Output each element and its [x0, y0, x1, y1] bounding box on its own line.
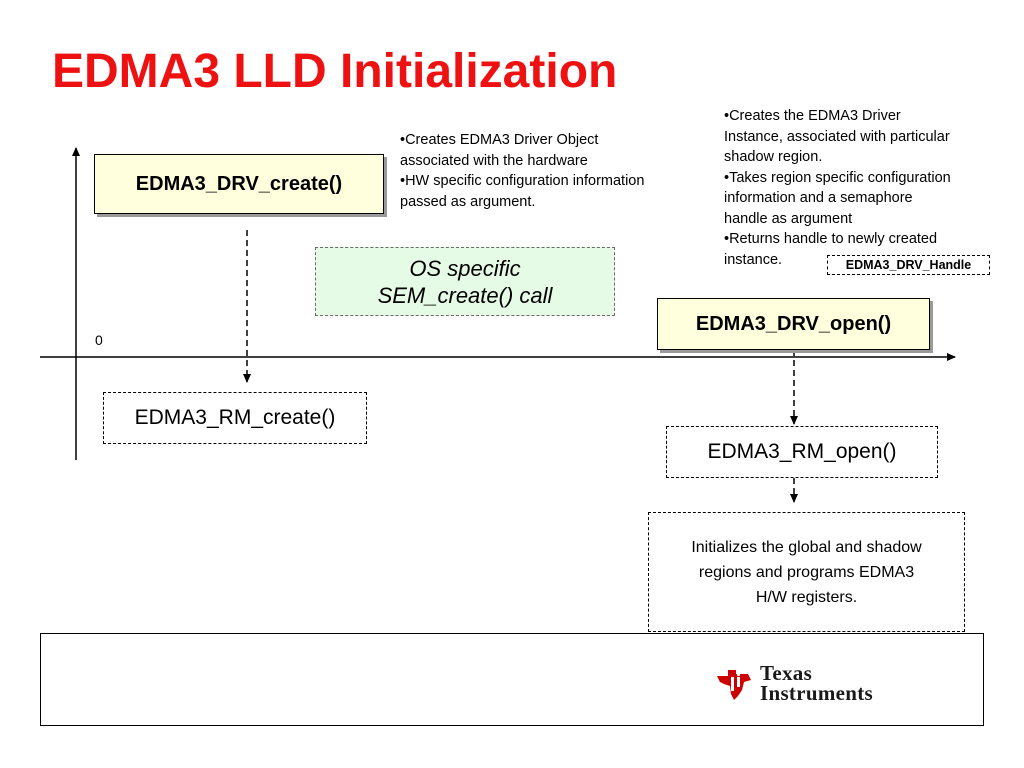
- axis-origin-label: 0: [95, 332, 103, 348]
- note-line: Returns handle to newly created: [724, 229, 951, 250]
- rm-open-label: EDMA3_RM_open(): [707, 440, 897, 463]
- drv-handle-label: EDMA3_DRV_Handle: [845, 258, 972, 272]
- note-line: Creates the EDMA3 Driver: [724, 106, 951, 127]
- note-line: Creates EDMA3 Driver Object: [400, 130, 644, 151]
- note-line: associated with the hardware: [400, 152, 588, 169]
- drv-open-label: EDMA3_DRV_open(): [695, 312, 892, 335]
- init-line3: H/W registers.: [755, 588, 858, 606]
- rm-create-box: EDMA3_RM_create(): [103, 392, 367, 444]
- note-line: passed as argument.: [400, 193, 536, 210]
- open-notes: Creates the EDMA3 Driver Instance, assoc…: [724, 106, 951, 270]
- ti-logo: Texas Instruments: [714, 661, 873, 705]
- os-specific-line2: SEM_create() call: [377, 282, 553, 308]
- init-registers-box: Initializes the global and shadow region…: [648, 512, 965, 632]
- os-sem-create-box: OS specific SEM_create() call: [315, 247, 615, 316]
- drv-create-box: EDMA3_DRV_create(): [94, 154, 384, 214]
- note-line: Takes region specific configuration: [724, 168, 951, 189]
- ti-chip-icon: [717, 670, 751, 700]
- note-line: HW specific configuration information: [400, 171, 644, 192]
- init-line2: regions and programs EDMA3: [698, 563, 915, 581]
- note-line: information and a semaphore: [724, 190, 913, 206]
- note-line: Instance, associated with particular: [724, 128, 950, 145]
- ti-logo-line2: Instruments: [760, 681, 873, 705]
- ti-logo-line1: Texas: [760, 661, 873, 685]
- drv-open-box: EDMA3_DRV_open(): [657, 298, 930, 350]
- drv-handle-box: EDMA3_DRV_Handle: [827, 255, 990, 275]
- ti-logo-line2-text: Instruments: [760, 681, 873, 705]
- rm-create-label: EDMA3_RM_create(): [134, 406, 336, 429]
- rm-open-box: EDMA3_RM_open(): [666, 426, 938, 478]
- create-notes: Creates EDMA3 Driver Object associated w…: [400, 130, 644, 212]
- note-line: shadow region.: [724, 149, 823, 165]
- slide-title: EDMA3 LLD Initialization: [52, 45, 618, 98]
- drv-create-label: EDMA3_DRV_create(): [135, 172, 343, 195]
- os-specific-line1: OS specific: [409, 255, 521, 281]
- note-line: instance.: [724, 251, 783, 268]
- init-line1: Initializes the global and shadow: [691, 538, 922, 556]
- note-line: handle as argument: [724, 210, 853, 227]
- ti-logo-line1-text: Texas: [760, 661, 813, 685]
- slide-footer: [40, 633, 984, 726]
